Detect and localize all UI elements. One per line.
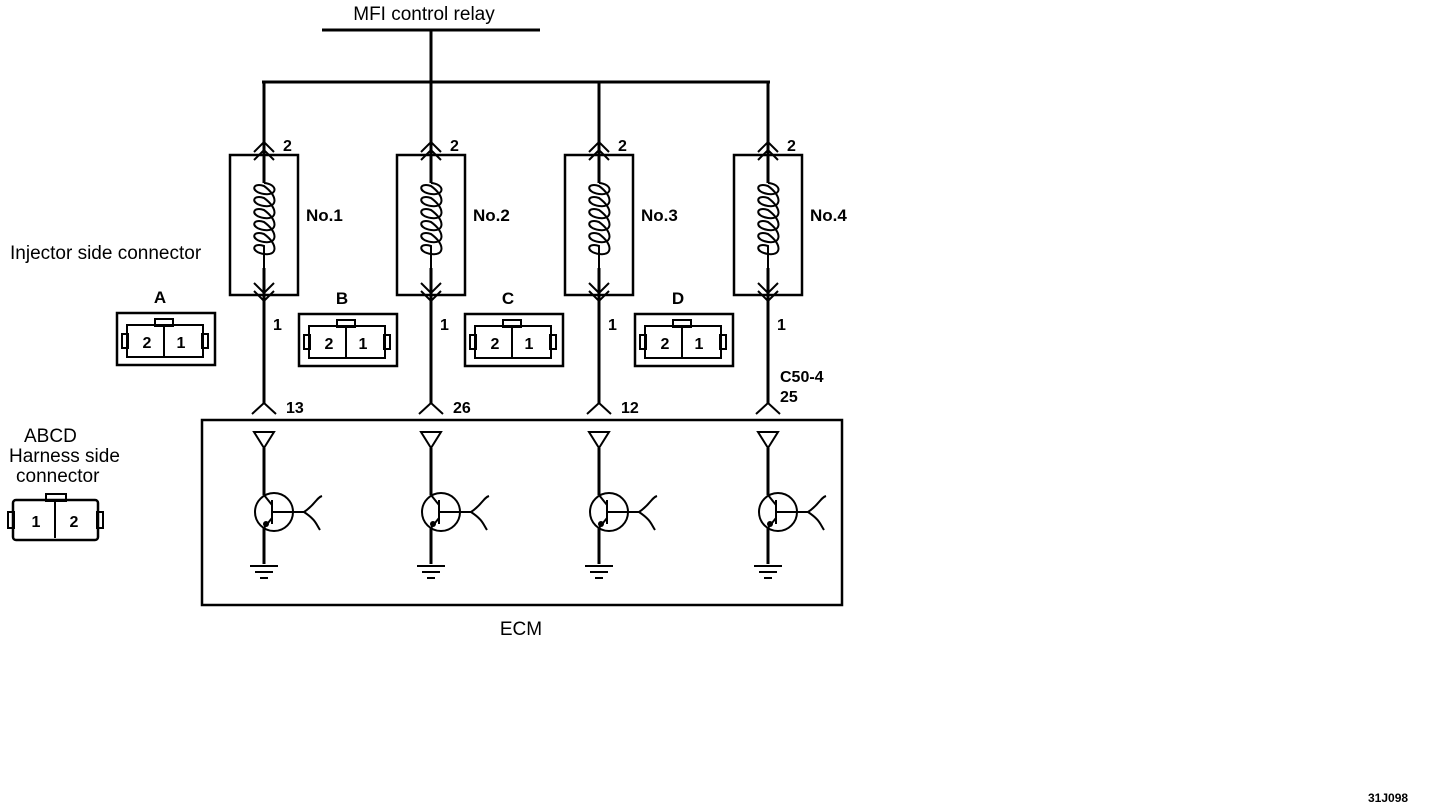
- ecm-pin-label-4: 25: [780, 389, 798, 406]
- connector-chevron-top-1: [253, 140, 275, 161]
- connector-ear-left-C: [469, 334, 477, 350]
- harness-pin-1: 1: [32, 514, 41, 531]
- ecm-input-triangle-2: [419, 431, 443, 450]
- pin-top-label-4: 2: [787, 138, 796, 155]
- ecm-box: [200, 418, 844, 607]
- transistor-leads-1: [263, 494, 323, 531]
- connector-pin-right-B: 1: [359, 336, 368, 353]
- ecm-input-triangle-3: [587, 431, 611, 450]
- harness-label-line2: Harness side: [9, 446, 120, 467]
- connector-chevron-bottom-4: [757, 282, 779, 303]
- connector-ear-left-D: [639, 334, 647, 350]
- harness-side-connector: 1 2: [7, 493, 104, 542]
- injector-side-connector-label: Injector side connector: [10, 243, 202, 264]
- injector-side-connector-D: D 2 1: [633, 289, 735, 368]
- pin-top-label-1: 2: [283, 138, 292, 155]
- injector-name-2: No.2: [473, 206, 510, 225]
- connector-chevron-bottom-2: [420, 282, 442, 303]
- connector-letter-A: A: [154, 288, 166, 307]
- pin-bottom-label-2: 1: [440, 317, 449, 334]
- connector-frame-B: [297, 312, 399, 368]
- injector-box-4: [732, 153, 804, 297]
- transistor-emitter-dot-1: [263, 521, 269, 527]
- ecm-input-triangle-1: [252, 431, 276, 450]
- connector-ear-right-B: [383, 334, 391, 350]
- ecm-input-fork-3: [586, 401, 612, 415]
- connector-pin-left-A: 2: [143, 335, 152, 352]
- ground-icon-3: [585, 565, 613, 579]
- connector-pin-right-A: 1: [177, 335, 186, 352]
- ecm-pin-label-1: 13: [286, 400, 304, 417]
- injector-channel-2: 2 1 No.2 26 B 2 1: [297, 82, 510, 579]
- connector-pin-left-D: 2: [661, 336, 670, 353]
- connector-chevron-top-3: [588, 140, 610, 161]
- injector-name-3: No.3: [641, 206, 678, 225]
- pin-top-label-2: 2: [450, 138, 459, 155]
- connector-pin-right-D: 1: [695, 336, 704, 353]
- ecm-pin-label-2: 26: [453, 400, 471, 417]
- ground-icon-4: [754, 565, 782, 579]
- injector-coil-1: [253, 182, 276, 268]
- connector-ear-left-B: [303, 334, 311, 350]
- transistor-leads-4: [767, 494, 827, 531]
- ecm-input-fork-1: [251, 401, 277, 415]
- harness-pin-2: 2: [70, 514, 79, 531]
- connector-frame-A: [115, 311, 217, 367]
- injector-coil-2: [420, 182, 443, 268]
- injector-box-1: [228, 153, 300, 297]
- injector-side-connector-A: A 2 1: [115, 288, 217, 367]
- transistor-emitter-dot-4: [767, 521, 773, 527]
- ecm-label: ECM: [500, 619, 542, 640]
- ecm-input-fork-2: [418, 401, 444, 415]
- connector-pin-left-B: 2: [325, 336, 334, 353]
- connector-pin-left-C: 2: [491, 336, 500, 353]
- figure-code: 31J098: [1368, 791, 1408, 805]
- ecm-connector-label-4: C50-4: [780, 369, 824, 386]
- pin-bottom-label-1: 1: [273, 317, 282, 334]
- harness-label-line3: connector: [16, 466, 100, 487]
- relay-label: MFI control relay: [353, 4, 495, 25]
- connector-letter-D: D: [672, 289, 684, 308]
- connector-pin-right-C: 1: [525, 336, 534, 353]
- transistor-emitter-dot-3: [598, 521, 604, 527]
- connector-chevron-bottom-3: [588, 282, 610, 303]
- connector-ear-left-A: [121, 333, 129, 349]
- pin-top-label-3: 2: [618, 138, 627, 155]
- injector-side-connector-B: B 2 1: [297, 289, 399, 368]
- connector-chevron-top-2: [420, 140, 442, 161]
- transistor-leads-3: [598, 494, 658, 531]
- connector-letter-C: C: [502, 289, 514, 308]
- injector-box-2: [395, 153, 467, 297]
- injector-channel-1: 2 1 No.1 13 A 2 1: [115, 82, 343, 579]
- injector-side-connector-C: C 2 1: [463, 289, 565, 368]
- connector-chevron-bottom-1: [253, 282, 275, 303]
- ecm-input-fork-4: [755, 401, 781, 415]
- pin-bottom-label-3: 1: [608, 317, 617, 334]
- injector-coil-4: [757, 182, 780, 268]
- ecm-input-triangle-4: [756, 431, 780, 450]
- connector-chevron-top-4: [757, 140, 779, 161]
- transistor-leads-2: [430, 494, 490, 531]
- injector-name-1: No.1: [306, 206, 343, 225]
- injector-coil-3: [588, 182, 611, 268]
- connector-frame-D: [633, 312, 735, 368]
- ground-icon-1: [250, 565, 278, 579]
- connector-ear-right-C: [549, 334, 557, 350]
- pin-bottom-label-4: 1: [777, 317, 786, 334]
- injector-name-4: No.4: [810, 206, 847, 225]
- harness-label-line1: ABCD: [24, 426, 77, 447]
- connector-frame-C: [463, 312, 565, 368]
- ecm-pin-label-3: 12: [621, 400, 639, 417]
- injector-channel-3: 2 1 No.3 12 C 2 1: [463, 82, 678, 579]
- connector-ear-right-D: [719, 334, 727, 350]
- injector-box-3: [563, 153, 635, 297]
- ground-icon-2: [417, 565, 445, 579]
- connector-letter-B: B: [336, 289, 348, 308]
- transistor-emitter-dot-2: [430, 521, 436, 527]
- connector-ear-right-A: [201, 333, 209, 349]
